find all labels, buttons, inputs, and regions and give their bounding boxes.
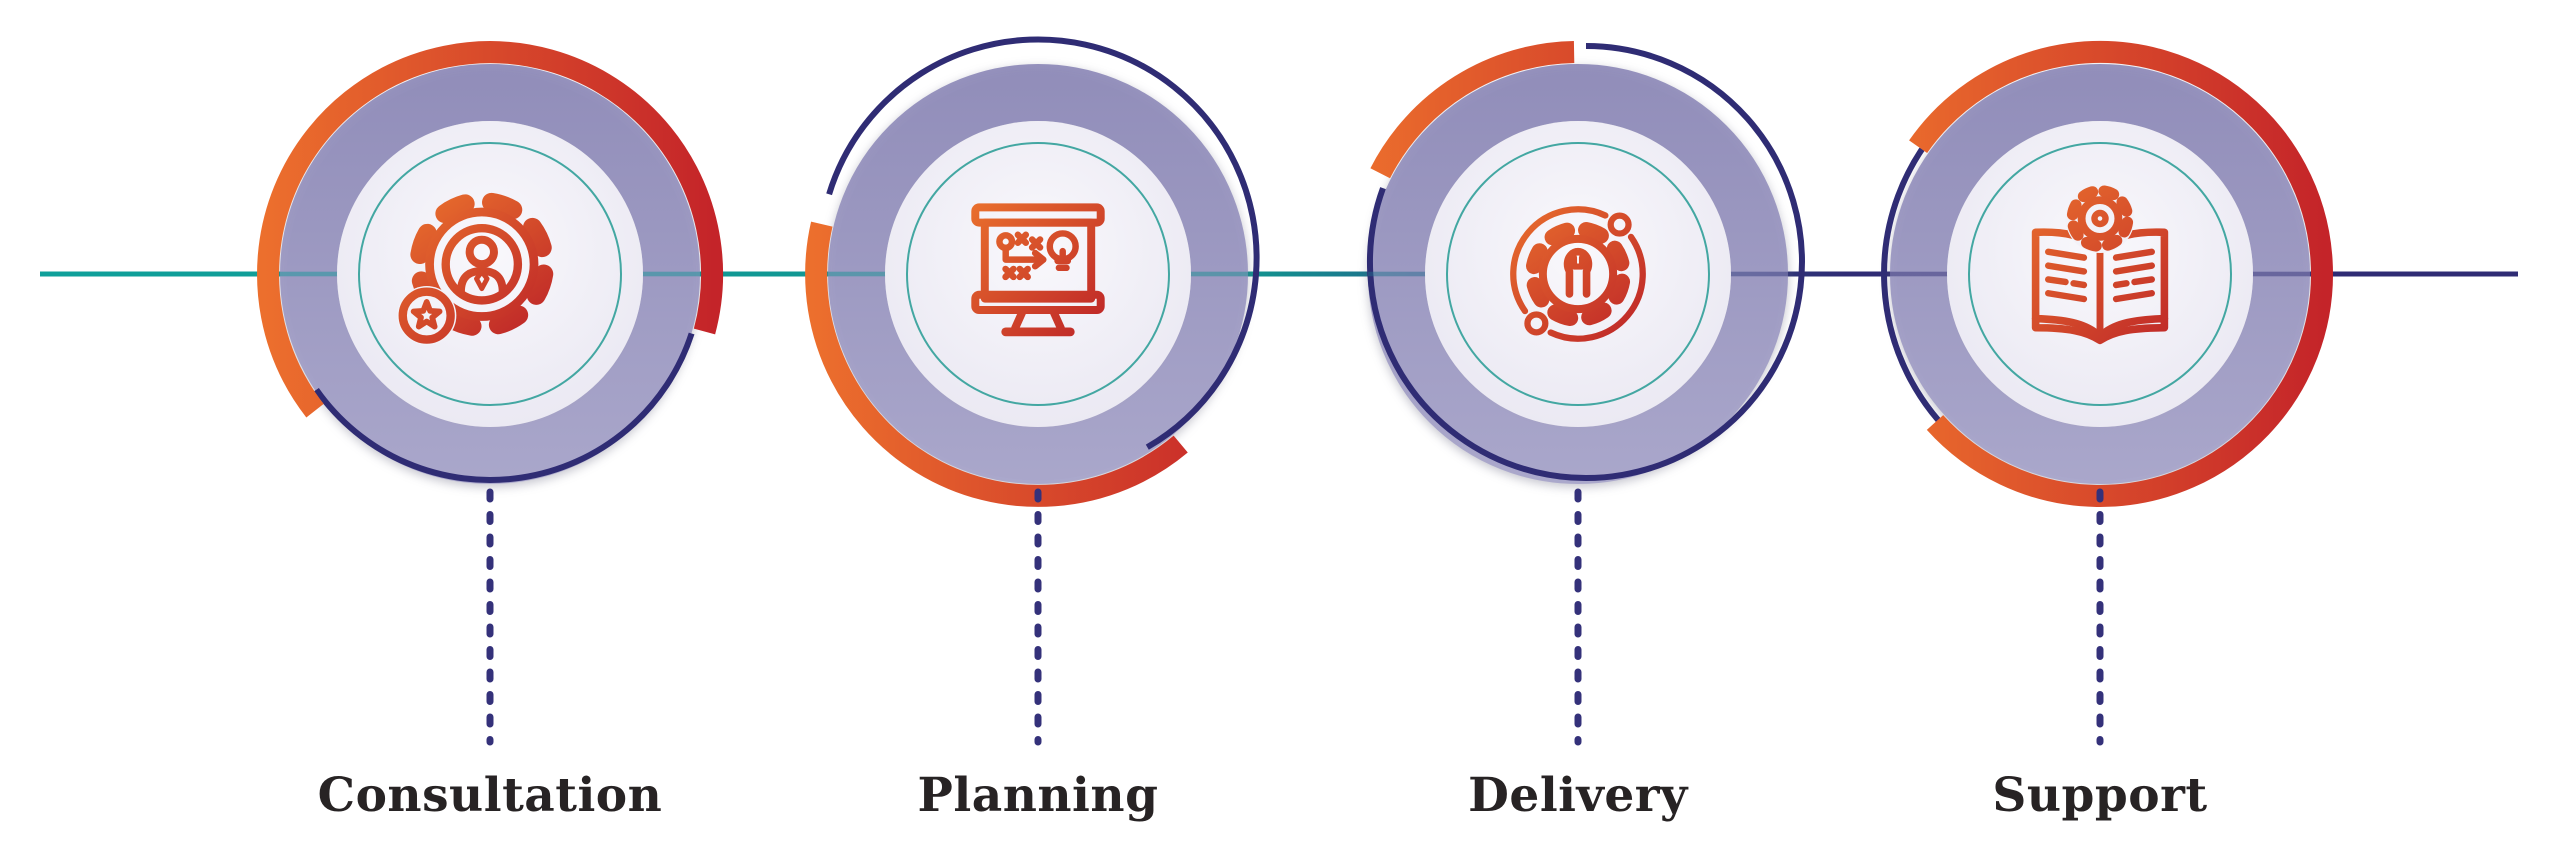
navy-arc (313, 332, 695, 483)
orange-progress-arc (257, 41, 724, 418)
step-label-delivery: Delivery (1468, 768, 1688, 823)
teal-inner-circle (1968, 142, 2232, 406)
teal-inner-circle (358, 142, 622, 406)
person-in-gear-with-star-icon (397, 192, 555, 346)
gear-wrench-orbit-icon (1510, 206, 1646, 342)
step-circle-delivery (1366, 41, 1805, 484)
inner-disc (1425, 121, 1731, 427)
orange-progress-arc (805, 221, 1188, 507)
navy-arc (1366, 43, 1805, 481)
step-label-consultation: Consultation (317, 768, 663, 823)
step-label-support: Support (1992, 768, 2208, 823)
open-book-gear-icon (2031, 184, 2169, 345)
teal-inner-circle (1446, 142, 1710, 406)
step-circle-planning (805, 36, 1260, 507)
dashed-droplines (486, 488, 2104, 746)
inner-disc (885, 121, 1191, 427)
strategy-monitor-icon (971, 203, 1105, 337)
teal-inner-circle (906, 142, 1170, 406)
step-label-planning: Planning (917, 768, 1159, 823)
navy-arc (826, 36, 1260, 450)
step-circle-consultation (257, 41, 724, 484)
navy-arc (1881, 122, 1961, 443)
orange-progress-arc (1370, 41, 1575, 179)
orange-progress-arc (1909, 41, 2333, 507)
